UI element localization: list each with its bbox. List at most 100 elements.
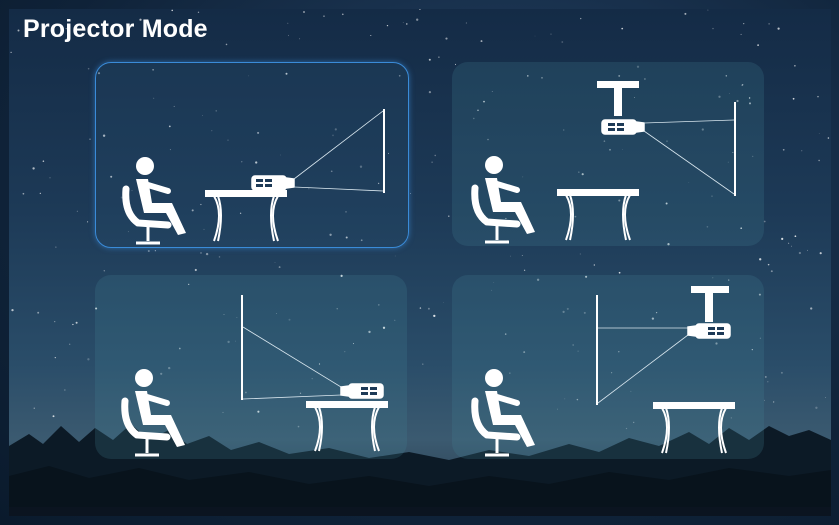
star	[741, 34, 742, 35]
star	[580, 18, 581, 19]
star	[89, 139, 90, 140]
star	[768, 264, 770, 266]
star	[303, 11, 305, 13]
star	[43, 160, 45, 162]
star	[799, 252, 801, 254]
star	[55, 357, 56, 358]
star	[50, 178, 51, 179]
star	[466, 22, 467, 23]
star	[535, 36, 536, 37]
mode-rear-ceiling-card[interactable]	[452, 275, 764, 459]
star	[445, 38, 447, 40]
projector-icon	[252, 176, 294, 190]
star	[104, 270, 105, 271]
star	[771, 270, 773, 272]
table-icon	[558, 190, 638, 240]
star	[561, 41, 563, 43]
star	[781, 372, 783, 374]
star	[684, 13, 686, 15]
star	[619, 272, 621, 274]
star	[433, 315, 435, 317]
star	[793, 98, 795, 100]
rear-table-illustration	[95, 275, 407, 459]
star	[406, 23, 407, 24]
projection-beam	[598, 328, 688, 403]
star	[18, 30, 20, 32]
star	[64, 390, 65, 391]
star	[794, 65, 796, 67]
star	[820, 252, 822, 254]
star	[448, 216, 449, 217]
mode-front-ceiling-card[interactable]	[452, 62, 764, 246]
bottom-edge	[9, 507, 831, 516]
star	[420, 307, 421, 308]
star	[287, 23, 288, 24]
star	[171, 10, 173, 12]
star	[323, 15, 324, 16]
star	[72, 324, 73, 325]
star	[759, 258, 761, 260]
projector-icon	[688, 324, 730, 338]
star	[481, 40, 483, 42]
star	[791, 246, 792, 247]
star	[219, 256, 221, 258]
star	[594, 264, 595, 265]
ceiling-mount-icon	[598, 82, 638, 115]
star	[764, 221, 766, 223]
star	[32, 167, 34, 169]
star	[370, 35, 371, 36]
mode-front-table-card[interactable]	[95, 62, 409, 248]
projection-beam	[294, 111, 383, 191]
star	[422, 364, 423, 365]
star	[510, 256, 511, 257]
star	[428, 308, 430, 310]
seated-person-icon	[475, 369, 535, 455]
star	[87, 221, 88, 222]
star	[431, 161, 432, 162]
star	[801, 150, 802, 151]
star	[443, 302, 444, 303]
star	[87, 358, 89, 360]
star	[781, 238, 783, 240]
star	[743, 23, 744, 24]
star	[40, 193, 41, 194]
star	[279, 266, 281, 268]
star	[764, 400, 765, 401]
star	[825, 397, 826, 398]
star	[195, 269, 197, 271]
star	[419, 9, 421, 10]
star	[200, 252, 201, 253]
rear-ceiling-illustration	[452, 275, 764, 459]
star	[783, 149, 785, 151]
star	[807, 250, 808, 251]
star	[818, 160, 819, 161]
star	[712, 28, 713, 29]
star	[621, 28, 623, 30]
mode-rear-table-card[interactable]	[95, 275, 407, 459]
table-icon	[654, 403, 734, 453]
star	[768, 23, 769, 24]
table-icon	[206, 191, 286, 241]
projector-mode-screen: Projector Mode	[9, 9, 831, 516]
star	[429, 59, 431, 61]
star	[707, 10, 708, 11]
star	[23, 193, 25, 195]
star	[522, 255, 523, 256]
star	[438, 56, 439, 57]
star	[765, 376, 767, 378]
star	[416, 19, 418, 21]
seated-person-icon	[125, 369, 185, 455]
seated-person-icon	[475, 156, 535, 242]
front-table-illustration	[96, 63, 408, 247]
star	[767, 381, 768, 382]
star	[10, 52, 11, 53]
star	[828, 137, 830, 139]
projection-beam	[644, 120, 734, 194]
star	[580, 253, 581, 254]
star	[11, 309, 13, 311]
star	[299, 38, 300, 39]
ceiling-mount-icon	[692, 287, 728, 321]
star	[403, 22, 404, 23]
star	[777, 27, 779, 29]
star	[88, 68, 90, 70]
